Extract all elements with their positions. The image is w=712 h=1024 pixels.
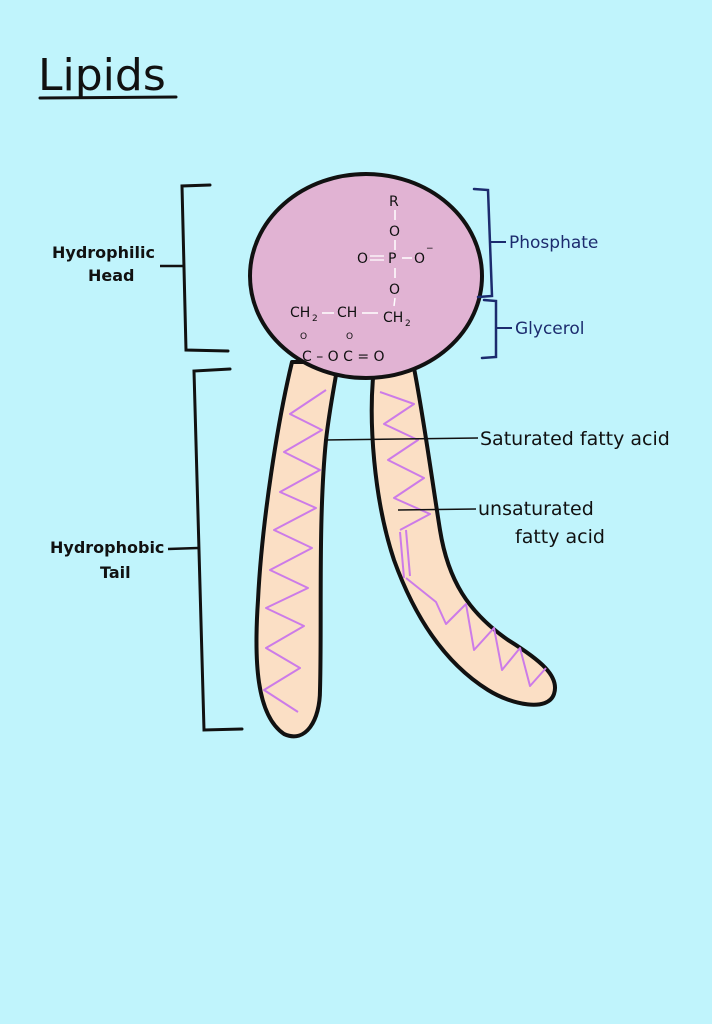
oxygen-right-label: O: [414, 251, 425, 267]
page-title: Lipids: [38, 50, 166, 101]
glycerol-bracket: [480, 298, 498, 360]
saturated-zigzag: [263, 389, 327, 713]
unsaturated-zigzag-bottom: [405, 577, 547, 687]
ch2-left-label: CH: [290, 305, 310, 321]
ester-oxygen-left: O: [300, 332, 307, 342]
bond-o-p-double: [370, 255, 384, 261]
negative-charge-label: −: [426, 244, 434, 254]
ester-row: C – O C = O: [302, 349, 385, 365]
unsaturated-double-bond: [399, 529, 411, 579]
tail-label-line2: Tail: [100, 563, 131, 582]
unsaturated-label-line2: fatty acid: [515, 526, 605, 548]
unsaturated-zigzag-top: [379, 391, 431, 531]
head-bracket: [180, 183, 230, 353]
head-label-line2: Head: [88, 266, 135, 285]
ester-oxygen-mid: O: [346, 332, 353, 342]
glycerol-label: Glycerol: [515, 319, 585, 339]
tail-bracket: [192, 367, 244, 732]
bond-o-ch2: [393, 297, 396, 307]
saturated-fatty-acid-label: Saturated fatty acid: [480, 428, 670, 450]
phosphate-label: Phosphate: [509, 233, 598, 253]
ch2-right-label: CH: [383, 310, 403, 326]
r-group-label: R: [389, 194, 399, 210]
title-underline: [38, 95, 178, 100]
hydrophilic-head: [248, 172, 484, 380]
oxygen-top-label: O: [389, 224, 400, 240]
oxygen-bottom-label: O: [389, 282, 400, 298]
oxygen-left-label: O: [357, 251, 368, 267]
saturated-callout-line: [323, 437, 479, 441]
tail-label-line1: Hydrophobic: [50, 538, 164, 557]
unsaturated-label-line1: unsaturated: [478, 498, 594, 520]
ch-label: CH: [337, 305, 357, 321]
phosphorus-label: P: [388, 251, 396, 267]
ch2-right-subscript: 2: [405, 319, 411, 329]
head-label-line1: Hydrophilic: [52, 243, 155, 262]
unsaturated-tail: [369, 366, 558, 707]
tail-bracket-tick: [167, 546, 199, 551]
ch2-left-subscript: 2: [312, 314, 318, 324]
unsaturated-callout-line: [397, 508, 477, 511]
